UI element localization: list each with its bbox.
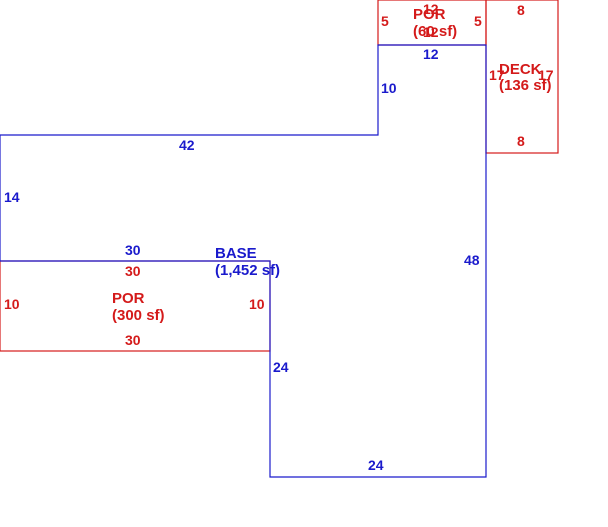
deck-area: (136 sf) xyxy=(499,77,552,94)
dim-deck-right: 17 xyxy=(538,67,554,83)
dim-deck-top: 8 xyxy=(517,2,525,18)
base-name: BASE xyxy=(215,245,257,262)
por-left-area: (300 sf) xyxy=(112,307,165,324)
dim-base-bottom: 24 xyxy=(368,457,384,473)
dim-por-top-bottom: 12 xyxy=(423,24,439,40)
dim-por-left-bottom: 30 xyxy=(125,332,141,348)
dim-base-top: 42 xyxy=(179,137,195,153)
base-area: (1,452 sf) xyxy=(215,262,280,279)
dim-base-right: 48 xyxy=(464,252,480,268)
dim-base-notch-height: 10 xyxy=(381,80,397,96)
dim-por-left-left: 10 xyxy=(4,296,20,312)
dim-base-step: 30 xyxy=(125,242,141,258)
dim-por-left-right: 10 xyxy=(249,296,265,312)
por-left-name: POR xyxy=(112,290,145,307)
dim-por-top-right: 5 xyxy=(474,13,482,29)
dim-por-top-left: 5 xyxy=(381,13,389,29)
base-outline xyxy=(0,44,487,478)
dim-base-notch-width: 12 xyxy=(423,46,439,62)
dim-deck-bottom: 8 xyxy=(517,133,525,149)
deck-name: DECK xyxy=(499,61,542,78)
dim-deck-left: 17 xyxy=(489,67,505,83)
por-top-name: POR xyxy=(413,6,446,23)
por-top-area: (60 sf) xyxy=(413,23,457,40)
dim-por-left-top: 30 xyxy=(125,263,141,279)
dim-base-left: 14 xyxy=(4,189,20,205)
dim-base-inner: 24 xyxy=(273,359,289,375)
dim-por-top-top: 12 xyxy=(423,1,439,17)
